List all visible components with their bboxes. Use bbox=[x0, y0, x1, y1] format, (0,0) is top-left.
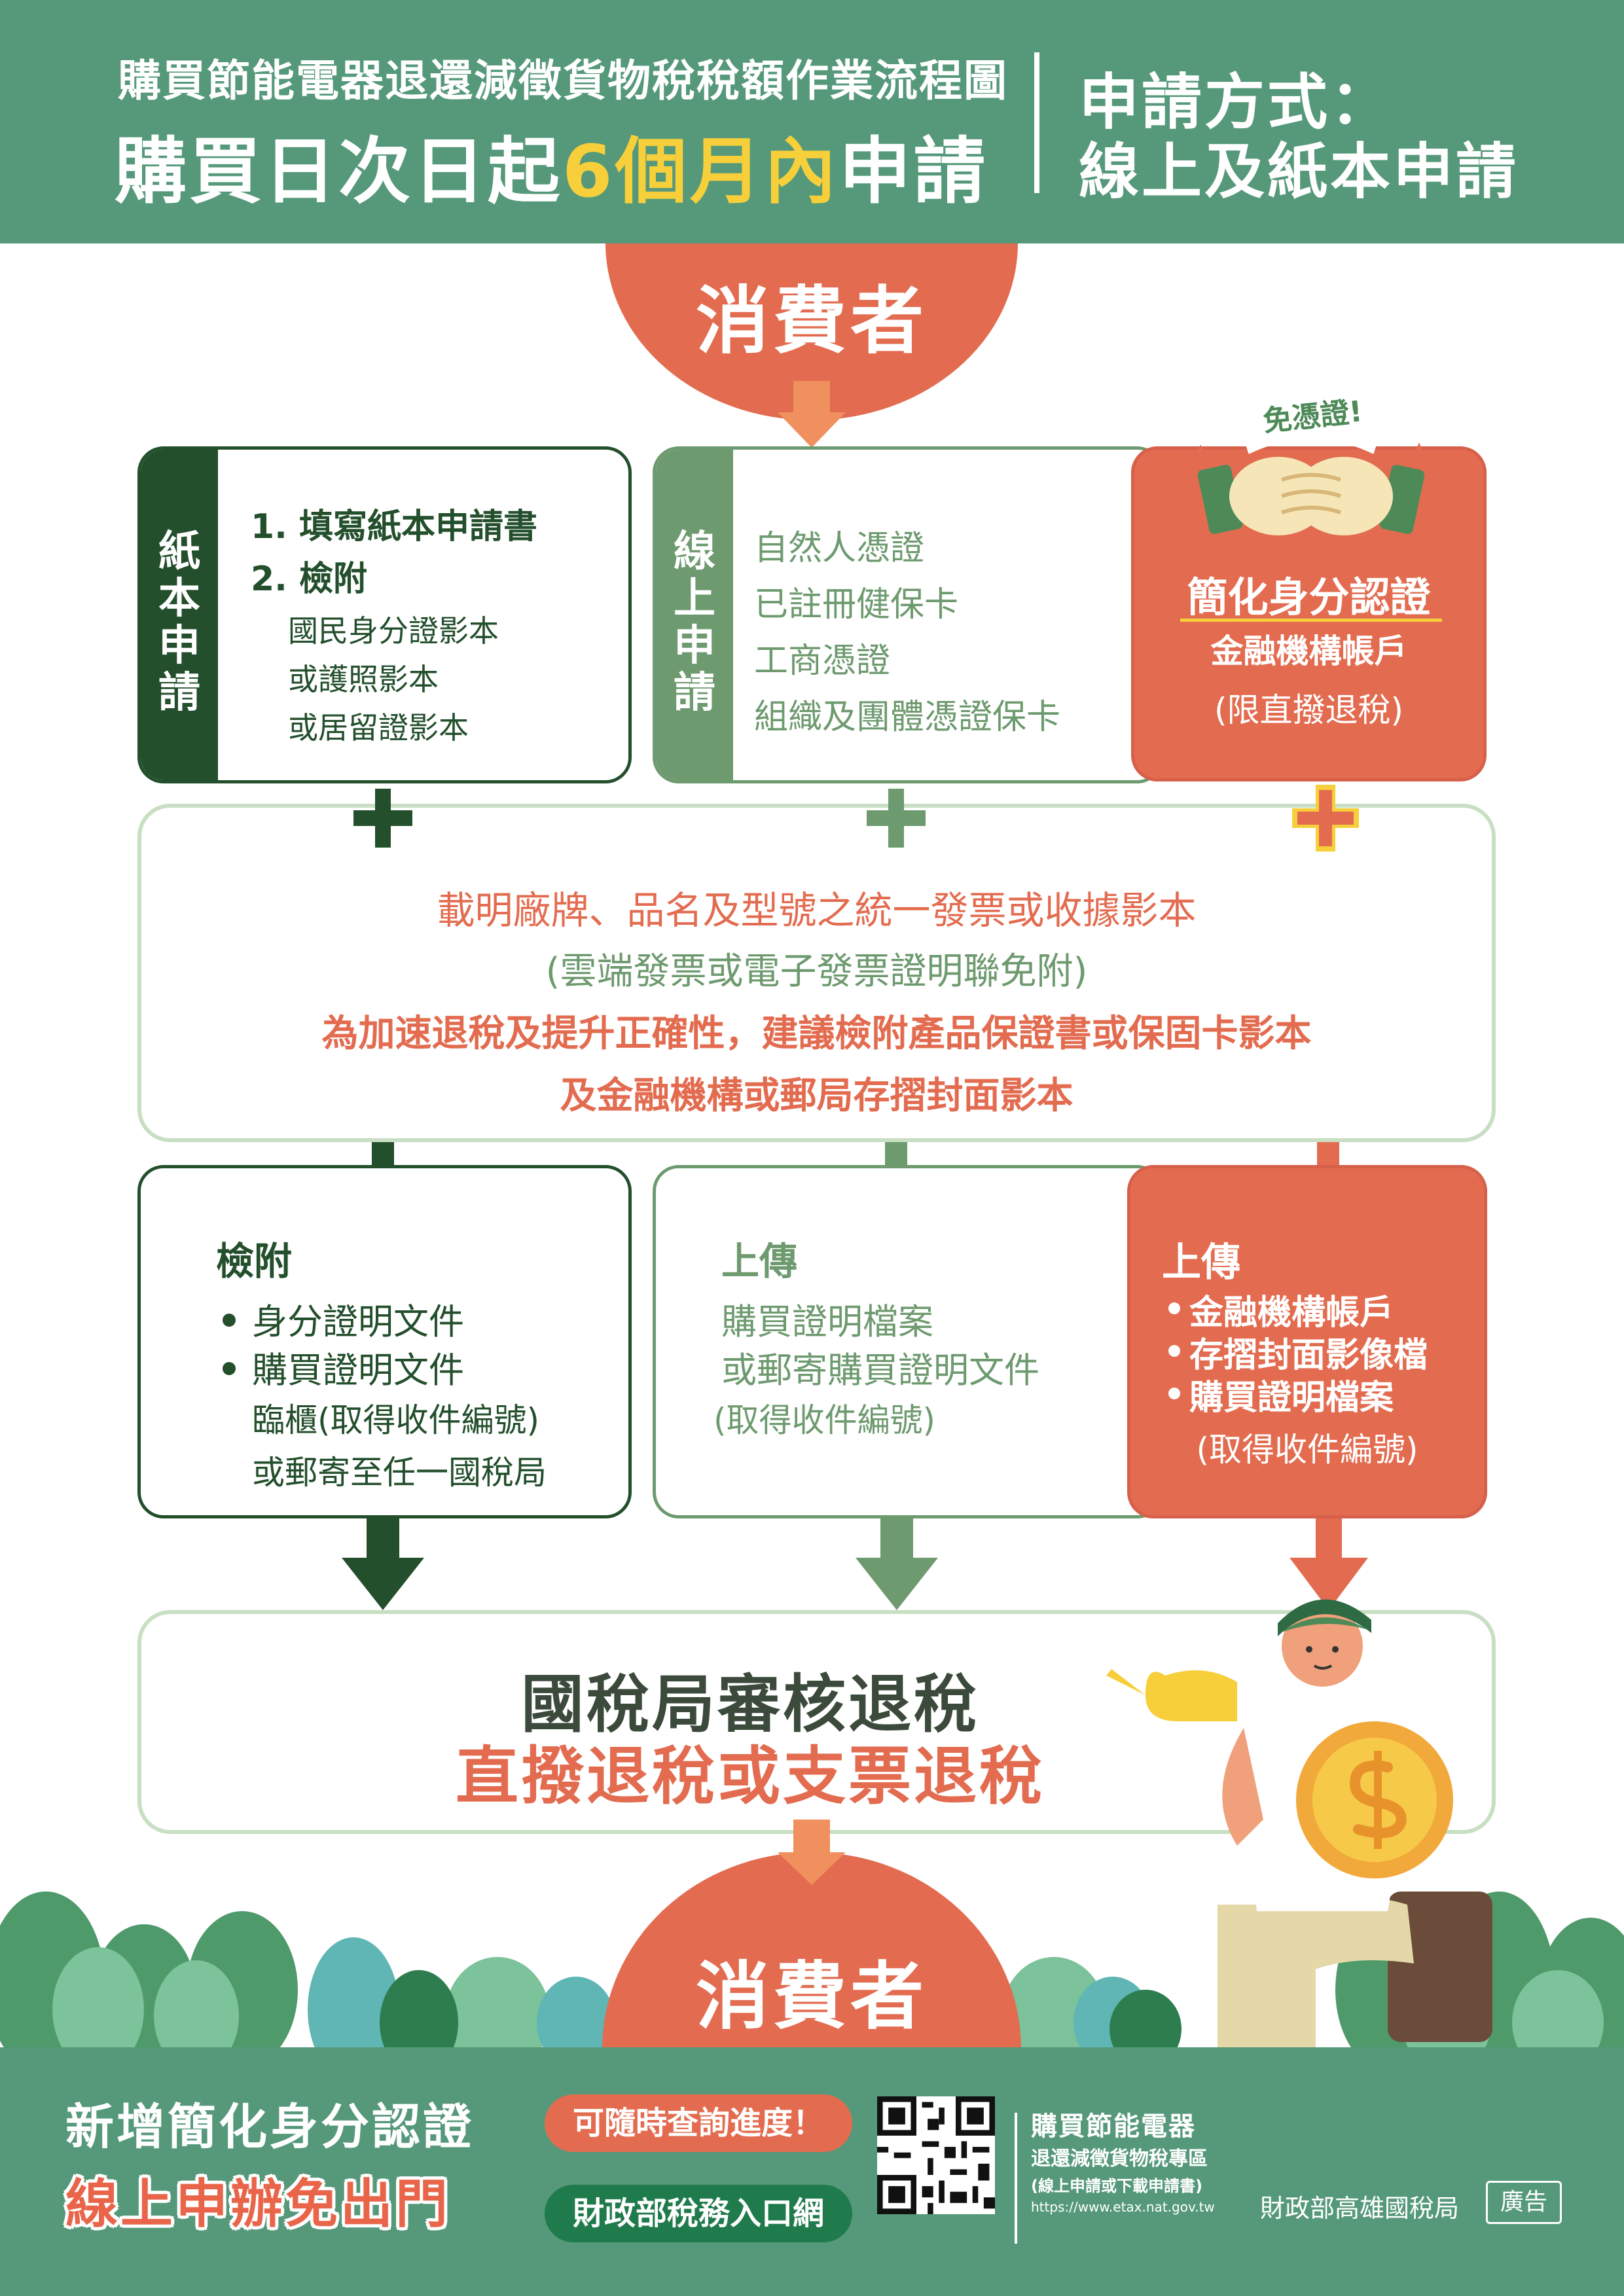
online-item-2: 已註冊健保卡 bbox=[754, 585, 959, 624]
consumer-top-label: 消費者 bbox=[696, 279, 928, 364]
paper-doc-2: 或護照影本 bbox=[288, 662, 439, 697]
qr-code-icon[interactable] bbox=[877, 2096, 995, 2214]
paper-submit-heading: 檢附 bbox=[216, 1239, 293, 1283]
header-small-title: 購買節能電器退還減徵貨物稅稅額作業流程圖 bbox=[118, 56, 1008, 106]
bullet-icon bbox=[1168, 1388, 1180, 1399]
tax-portal-button[interactable]: 財政部稅務入口網 bbox=[545, 2185, 852, 2242]
paper-doc-3: 或居留證影本 bbox=[288, 710, 469, 745]
online-side-label: 線上申請 bbox=[656, 450, 733, 780]
online-item-3: 工商憑證 bbox=[754, 641, 891, 681]
zone-note: (線上申請或下載申請書) bbox=[1031, 2177, 1202, 2195]
agency-name: 財政部高雄國稅局 bbox=[1260, 2194, 1460, 2223]
result-line-1: 國稅局審核退稅 bbox=[521, 1668, 979, 1741]
bullet-icon bbox=[223, 1314, 236, 1327]
footer-divider bbox=[1015, 2113, 1017, 2244]
ad-badge: 廣告 bbox=[1486, 2181, 1562, 2224]
paper-submit-note-1: 臨櫃(取得收件編號) bbox=[252, 1401, 540, 1439]
paper-submit-note-2: 或郵寄至任一國稅局 bbox=[252, 1454, 547, 1492]
plus-icon bbox=[353, 789, 412, 848]
simplified-submit-item-1: 金融機構帳戶 bbox=[1189, 1293, 1394, 1333]
bullet-icon bbox=[223, 1362, 236, 1375]
paper-submit-box: 檢附 身分證明文件 購買證明文件 臨櫃(取得收件編號) 或郵寄至任一國稅局 bbox=[137, 1165, 632, 1518]
zone-title: 購買節能電器 bbox=[1031, 2111, 1196, 2142]
consumer-bottom-shape bbox=[602, 1820, 1021, 2049]
simplified-submit-heading: 上傳 bbox=[1162, 1240, 1240, 1285]
arrow-down-icon bbox=[856, 1518, 938, 1610]
requirement-line-1: 載明廠牌、品名及型號之統一發票或收據影本 bbox=[437, 888, 1197, 933]
online-submit-line-2: 或郵寄購買證明文件 bbox=[721, 1350, 1039, 1391]
arrow-down-icon bbox=[342, 1518, 424, 1610]
simplified-submit-note: (取得收件編號) bbox=[1196, 1431, 1418, 1469]
online-submit-heading: 上傳 bbox=[721, 1239, 798, 1283]
no-certificate-hands-icon bbox=[1187, 404, 1430, 535]
paper-doc-1: 國民身分證影本 bbox=[288, 613, 499, 649]
online-credentials: 自然人憑證 已註冊健保卡 工商憑證 組織及團體憑證保卡 bbox=[754, 520, 1060, 745]
footer-promo-2: 線上申辦免出門 bbox=[65, 2174, 450, 2234]
paper-submit-item-1: 身分證明文件 bbox=[252, 1301, 464, 1342]
requirements-box: 載明廠牌、品名及型號之統一發票或收據影本 (雲端發票或電子發票證明聯免附) 為加… bbox=[137, 804, 1496, 1142]
header-large-title-b: 申請 bbox=[839, 130, 988, 213]
simplified-underline bbox=[1180, 619, 1442, 622]
footer-banner: 新增簡化身分認證 線上申辦免出門 可隨時查詢進度！ 財政部稅務入口網 購買節能電… bbox=[0, 2047, 1624, 2296]
simplified-title: 簡化身分認證 bbox=[1187, 573, 1431, 621]
bullet-icon bbox=[1168, 1345, 1180, 1357]
simplified-submit-item-3: 購買證明檔案 bbox=[1189, 1378, 1394, 1418]
simplified-submit-item-2: 存摺封面影像檔 bbox=[1189, 1336, 1428, 1375]
requirement-line-3: 為加速退稅及提升正確性，建議檢附產品保證書或保固卡影本 bbox=[321, 1013, 1312, 1055]
header-large-title-a: 購買日次日起 bbox=[115, 130, 562, 213]
header-divider bbox=[1034, 52, 1039, 193]
simplified-subtitle: 金融機構帳戶 bbox=[1210, 632, 1407, 670]
consumer-bottom-label: 消費者 bbox=[696, 1954, 928, 2039]
header-banner: 購買節能電器退還減徵貨物稅稅額作業流程圖 購買日次日起6個月內申請 申請方式： … bbox=[0, 0, 1624, 243]
progress-query-badge: 可隨時查詢進度！ bbox=[545, 2094, 852, 2152]
paper-step2: 2. 檢附 bbox=[251, 560, 368, 599]
requirement-line-2: (雲端發票或電子發票證明聯免附) bbox=[545, 950, 1088, 993]
plus-icon bbox=[1292, 785, 1359, 852]
online-application-box: 線上申請 自然人憑證 已註冊健保卡 工商憑證 組織及團體憑證保卡 bbox=[653, 446, 1163, 783]
simplified-auth-box: 簡化身分認證 金融機構帳戶 (限直撥退稅) bbox=[1131, 446, 1487, 781]
method-label: 申請方式： bbox=[1079, 67, 1394, 137]
requirement-line-4: 及金融機構或郵局存摺封面影本 bbox=[560, 1075, 1074, 1117]
arrow-down-icon bbox=[1290, 1518, 1368, 1610]
paper-submit-item-2: 購買證明文件 bbox=[252, 1350, 464, 1391]
header-large-title-highlight: 6個月內 bbox=[562, 130, 839, 213]
plus-icon bbox=[867, 789, 926, 848]
paper-side-text: 紙本申請 bbox=[158, 528, 200, 717]
result-line-2: 直撥退稅或支票退稅 bbox=[456, 1740, 1045, 1813]
zone-subtitle: 退還減徵貨物稅專區 bbox=[1031, 2147, 1208, 2170]
bullet-icon bbox=[1168, 1302, 1180, 1314]
header-large-title: 購買日次日起6個月內申請 bbox=[115, 113, 988, 217]
simplified-note: (限直撥退稅) bbox=[1214, 691, 1403, 729]
online-item-4: 組織及團體憑證保卡 bbox=[754, 698, 1061, 737]
method-value: 線上及紙本申請 bbox=[1079, 137, 1519, 207]
person-with-coin-illustration bbox=[1106, 1599, 1492, 2055]
zone-url[interactable]: https://www.etax.nat.gov.tw bbox=[1031, 2199, 1215, 2215]
paper-docs: 國民身分證影本 或護照影本 或居留證影本 bbox=[288, 607, 499, 752]
paper-application-box: 紙本申請 1. 填寫紙本申請書 2. 檢附 國民身分證影本 或護照影本 或居留證… bbox=[137, 446, 632, 783]
online-submit-box: 上傳 購買證明檔案 或郵寄購買證明文件 (取得收件編號) bbox=[653, 1165, 1163, 1518]
paper-step1: 1. 填寫紙本申請書 bbox=[251, 507, 538, 547]
online-side-text: 線上申請 bbox=[674, 528, 715, 717]
footer-promo-1: 新增簡化身分認證 bbox=[65, 2099, 474, 2155]
paper-side-label: 紙本申請 bbox=[141, 450, 218, 780]
online-item-1: 自然人憑證 bbox=[754, 529, 925, 568]
online-submit-line-1: 購買證明檔案 bbox=[721, 1301, 933, 1342]
simplified-submit-box: 上傳 金融機構帳戶 存摺封面影像檔 購買證明檔案 (取得收件編號) bbox=[1127, 1165, 1487, 1518]
online-submit-note: (取得收件編號) bbox=[713, 1401, 936, 1439]
consumer-top-shape bbox=[605, 243, 1018, 448]
